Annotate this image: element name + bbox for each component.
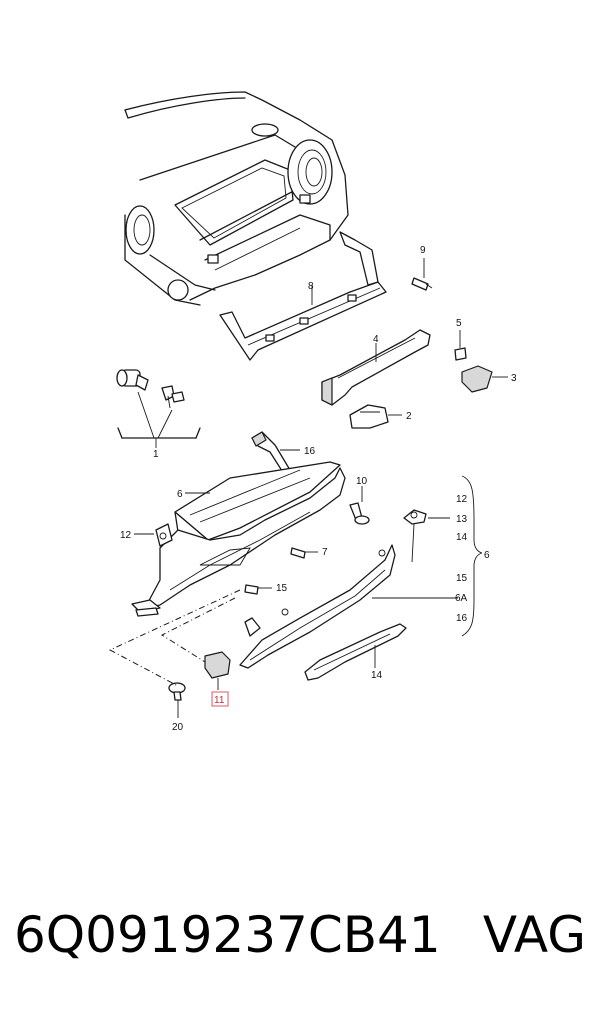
label-6A: 6A bbox=[455, 593, 468, 604]
label-5: 5 bbox=[456, 318, 462, 329]
part-13-clip bbox=[403, 509, 450, 563]
part-11-block bbox=[204, 651, 231, 690]
brand-name: VAG bbox=[482, 906, 586, 964]
dashboard-illustration bbox=[124, 91, 349, 306]
label-14-bottom: 14 bbox=[371, 670, 383, 681]
label-6-left: 6 bbox=[177, 489, 183, 500]
footer: 6Q0919237CB41 VAG bbox=[0, 900, 600, 980]
part-4-handle bbox=[321, 329, 431, 406]
exploded-parts-diagram: 9 8 5 4 3 2 1 16 10 6 12 13 12 14 7 6 15… bbox=[108, 91, 517, 733]
label-20: 20 bbox=[172, 722, 184, 733]
label-6-right: 6 bbox=[484, 550, 490, 561]
part-6-glovebox bbox=[131, 461, 346, 617]
dashed-guide-lines bbox=[108, 589, 241, 687]
label-9: 9 bbox=[420, 245, 426, 256]
label-16-top: 16 bbox=[304, 446, 316, 457]
label-12-right: 12 bbox=[456, 494, 468, 505]
part-3-cap bbox=[461, 365, 508, 393]
part-15-screw bbox=[244, 584, 272, 595]
label-8: 8 bbox=[308, 281, 314, 292]
label-16-right: 16 bbox=[456, 613, 468, 624]
part-5-screw bbox=[454, 330, 467, 361]
label-11: 11 bbox=[214, 695, 225, 706]
label-3: 3 bbox=[511, 373, 517, 384]
part-20-pin bbox=[168, 682, 186, 718]
part-1-lock-set bbox=[116, 369, 201, 448]
label-15-right: 15 bbox=[456, 573, 468, 584]
part-10-pin bbox=[349, 486, 370, 525]
part-6-grouping-bracket bbox=[461, 475, 483, 637]
label-2: 2 bbox=[406, 411, 412, 422]
part-12-bracket bbox=[134, 523, 173, 547]
label-13: 13 bbox=[456, 514, 468, 525]
label-4: 4 bbox=[373, 334, 379, 345]
label-1: 1 bbox=[153, 449, 159, 460]
part-14-strip bbox=[304, 623, 407, 681]
label-12-left: 12 bbox=[120, 530, 132, 541]
part-6a-lid bbox=[239, 544, 458, 669]
part-2-clip bbox=[349, 404, 402, 429]
label-11-highlight-box bbox=[211, 691, 229, 707]
part-number: 6Q0919237CB41 bbox=[14, 906, 441, 964]
label-7: 7 bbox=[322, 547, 328, 558]
label-10: 10 bbox=[356, 476, 368, 487]
part-labels: 9 8 5 4 3 2 1 16 10 6 12 13 12 14 7 6 15… bbox=[120, 245, 517, 733]
part-8-bracket bbox=[219, 231, 387, 361]
part-7-screw bbox=[290, 547, 318, 559]
part-9-screw bbox=[411, 258, 433, 291]
label-15-left: 15 bbox=[276, 583, 288, 594]
label-14-right: 14 bbox=[456, 532, 468, 543]
